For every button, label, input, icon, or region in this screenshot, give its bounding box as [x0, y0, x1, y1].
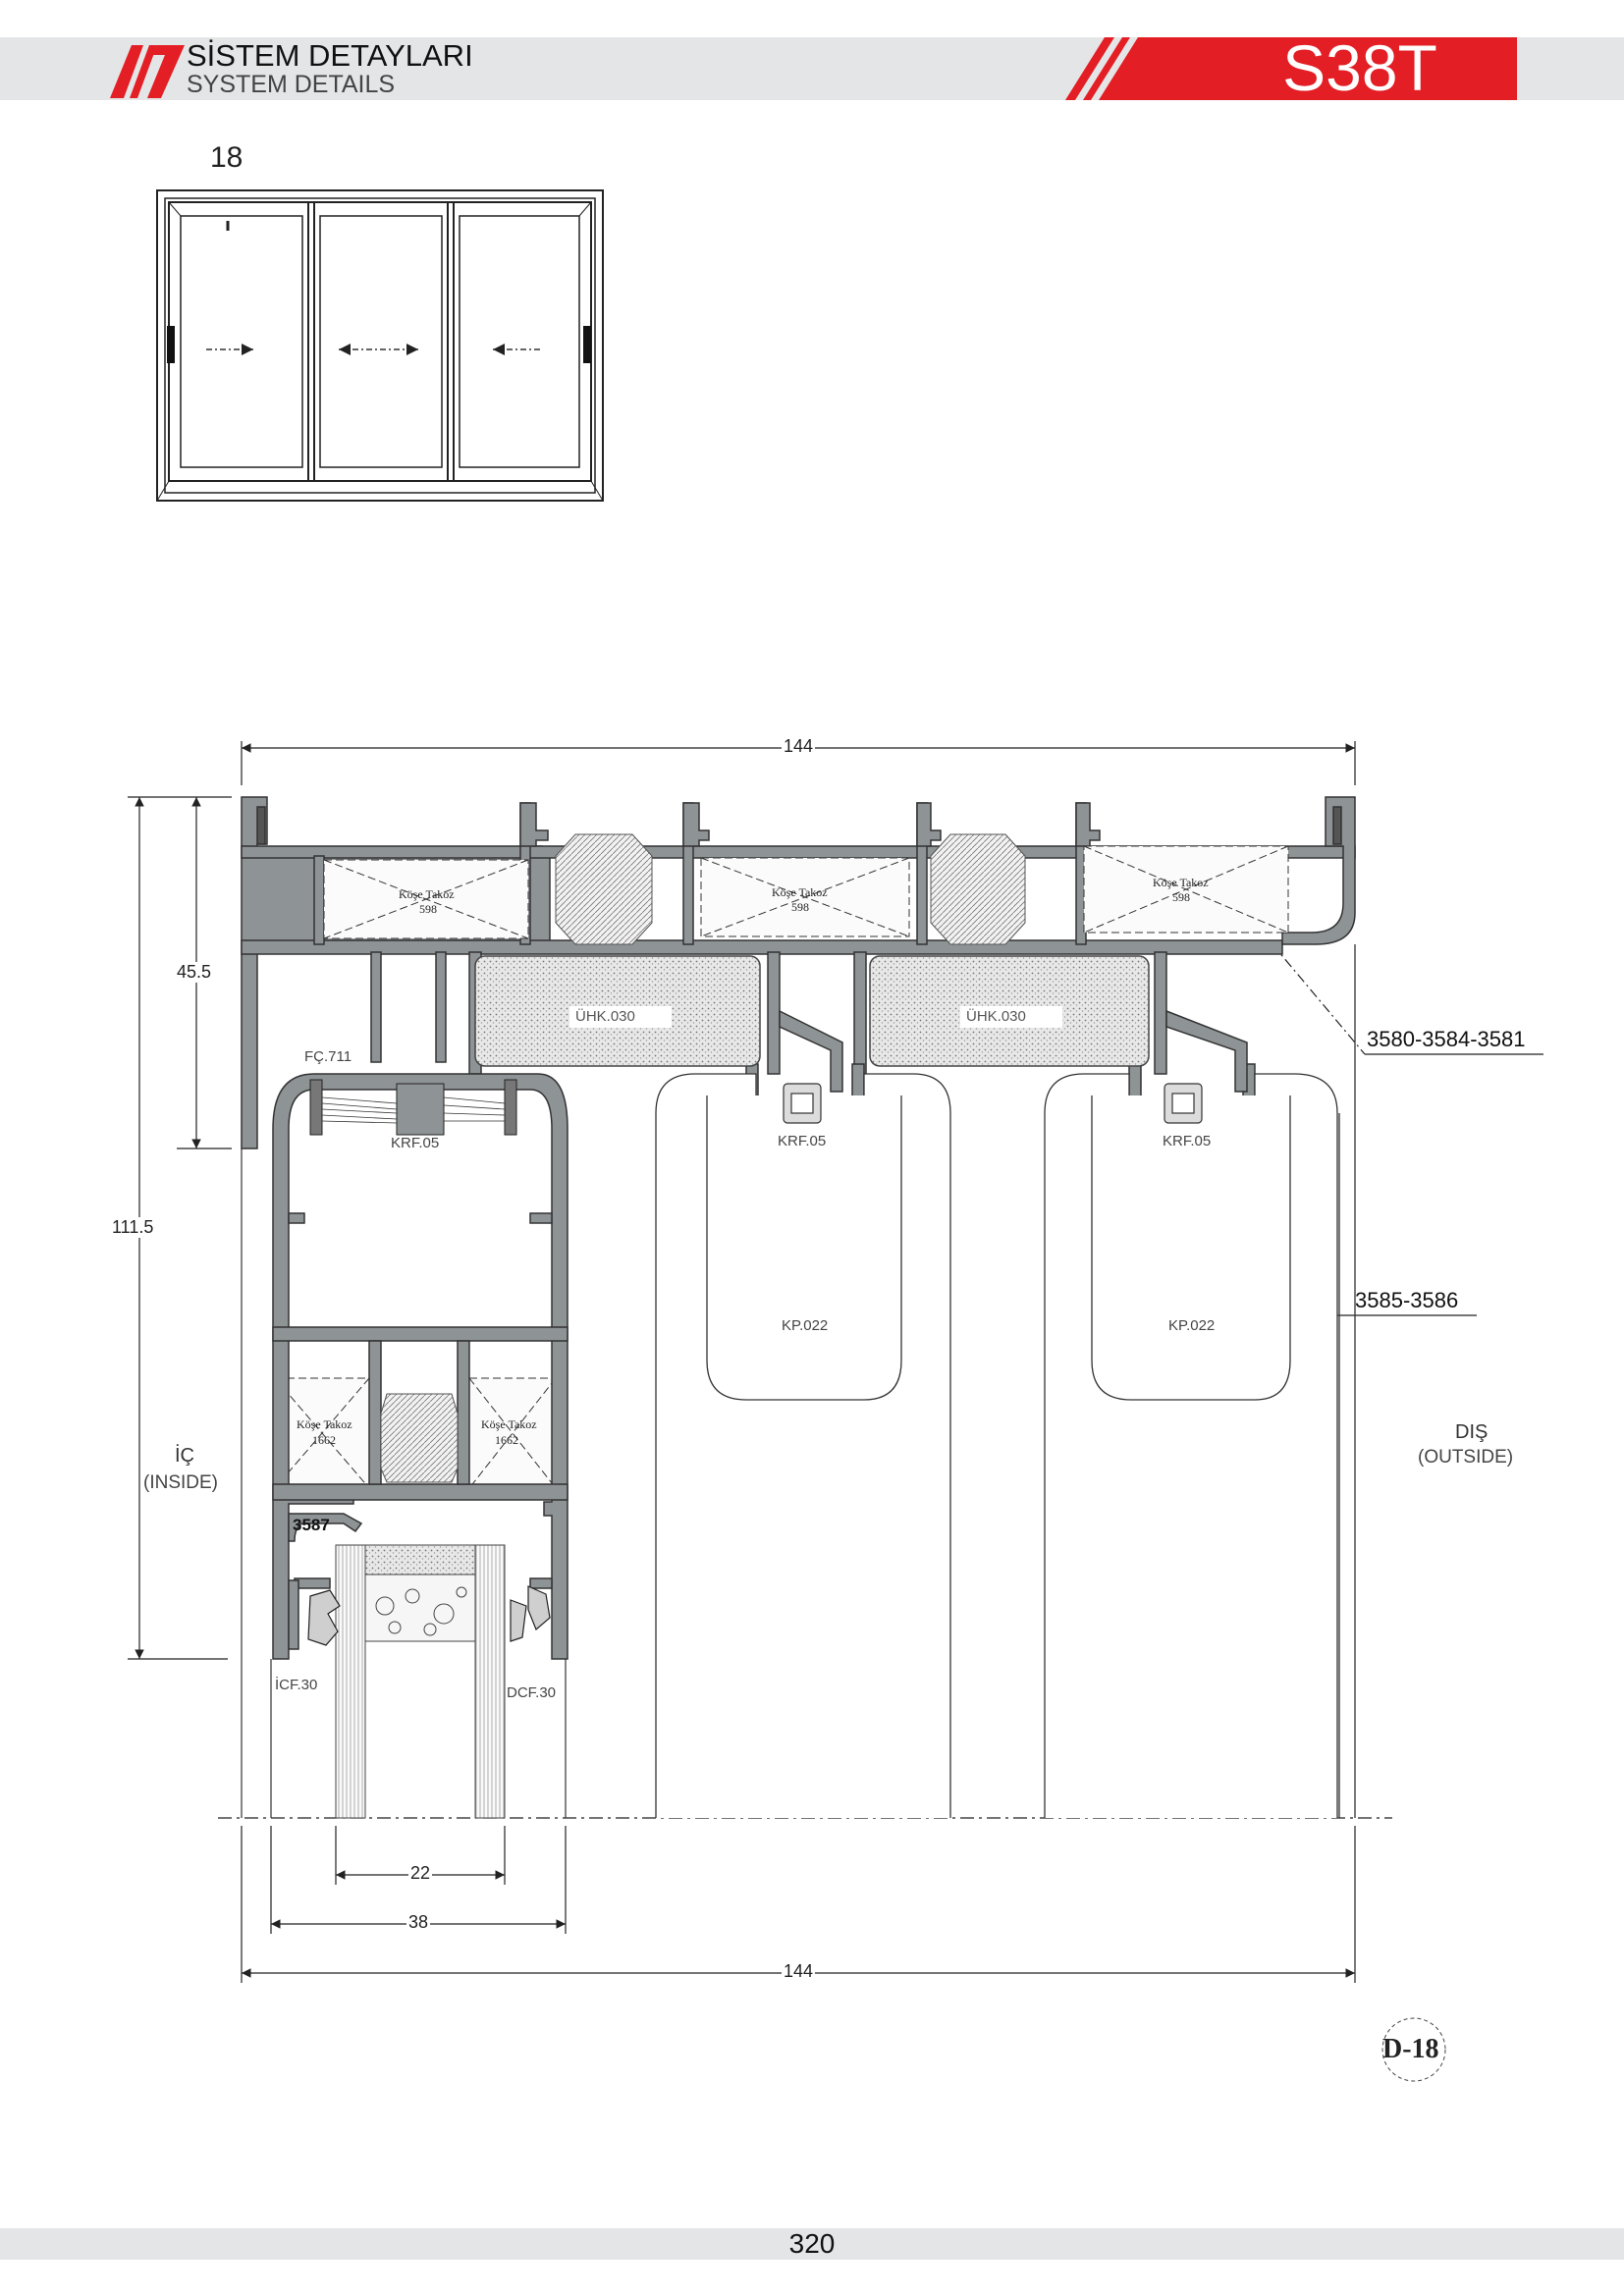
dim-width-top: 144: [782, 736, 816, 757]
dim-width-bottom: 144: [782, 1961, 816, 1982]
inside-label-en: (INSIDE): [143, 1472, 218, 1493]
corner-key-code-1: 598: [419, 902, 437, 916]
system-code: S38T: [1282, 31, 1437, 104]
glazing-gaskets: [307, 1585, 551, 1646]
detail-tag-circle: [1381, 2017, 1446, 2082]
icf-label: İCF.30: [275, 1677, 318, 1693]
detail-tag: D-18: [1382, 2034, 1439, 2064]
header-title: SİSTEM DETAYLARI: [187, 38, 473, 73]
corner-key-code-2: 598: [791, 900, 809, 914]
dim-sash: 38: [406, 1912, 431, 1933]
uhk-label-2: ÜHK.030: [966, 1008, 1026, 1025]
glass-unit: [335, 1544, 506, 1819]
corner-key-label-1: Köşe Takoz: [399, 887, 455, 901]
thermal-break-strips: [555, 833, 1026, 945]
sliding-sash-panels: [655, 944, 1356, 1818]
krf-label-2: KRF.05: [778, 1133, 827, 1149]
brand-logo-icon: [110, 45, 185, 98]
corner-keys: [274, 845, 1289, 1489]
thumbnail-label: 18: [210, 141, 244, 174]
section-edge-lines: [241, 1148, 567, 1818]
sash-thermal-break: [380, 1393, 459, 1483]
dcf-label: DCF.30: [507, 1684, 557, 1701]
fc-label: FÇ.711: [304, 1048, 352, 1065]
kp-label-2: KP.022: [1168, 1317, 1216, 1334]
dim-glass: 22: [408, 1863, 433, 1884]
corner-key-code-3: 598: [1172, 890, 1190, 904]
profile-3587-label: 3587: [293, 1516, 330, 1534]
fc-brush-hairs: [321, 1096, 506, 1124]
kp-label-1: KP.022: [782, 1317, 829, 1334]
profile-frame-label: 3580-3584-3581: [1367, 1027, 1526, 1051]
uhk-label-1: ÜHK.030: [575, 1008, 635, 1025]
window-elevation-thumbnail: [156, 189, 604, 502]
system-code-tab: [1065, 37, 1517, 100]
profile-sash-label: 3585-3586: [1355, 1288, 1459, 1312]
corner-key-label-2: Köşe Takoz: [772, 885, 828, 899]
corner-key-code-4: 1662: [312, 1433, 336, 1447]
dim-height-frame: 45.5: [177, 962, 212, 983]
page-number: 320: [788, 2228, 836, 2259]
footer-band: [0, 2228, 1624, 2260]
inside-label: İÇ: [175, 1445, 194, 1467]
krf-label-3: KRF.05: [1163, 1133, 1212, 1149]
corner-key-label-5: Köşe Takoz: [481, 1417, 537, 1431]
uhk-insulation-blocks: [474, 955, 1150, 1067]
header-subtitle: SYSTEM DETAILS: [187, 71, 396, 98]
corner-key-label-4: Köşe Takoz: [297, 1417, 352, 1431]
krf-label-1: KRF.05: [391, 1135, 440, 1151]
fixed-sash-inner-clips: [309, 1079, 517, 1136]
outside-label: DIŞ: [1455, 1421, 1489, 1443]
outside-label-en: (OUTSIDE): [1418, 1447, 1514, 1468]
dim-height-total: 111.5: [112, 1217, 154, 1238]
corner-key-label-3: Köşe Takoz: [1153, 876, 1209, 889]
corner-key-code-5: 1662: [495, 1433, 518, 1447]
